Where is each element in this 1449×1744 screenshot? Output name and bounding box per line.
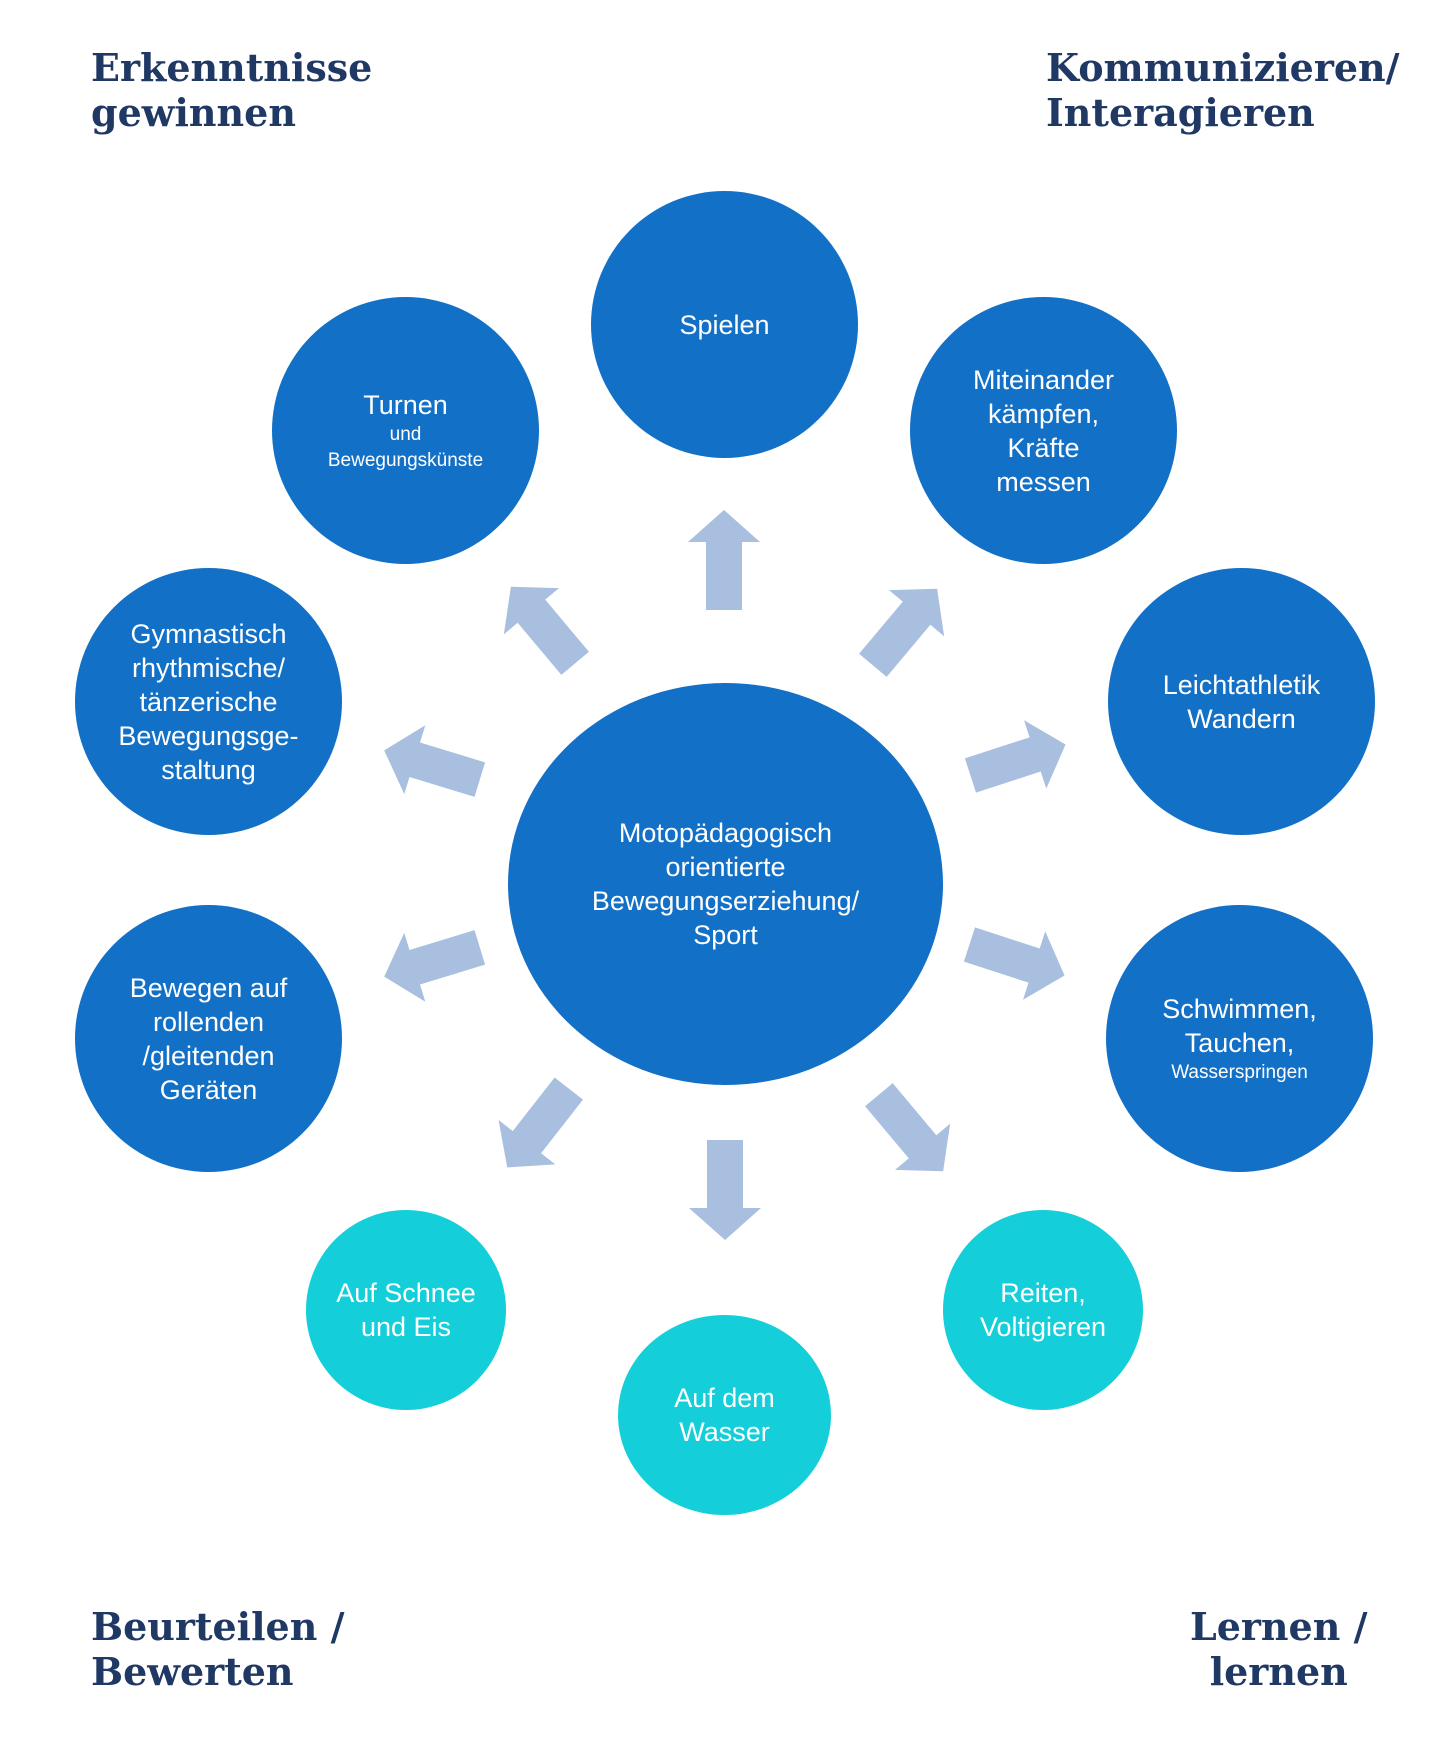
circle-auf-dem-wasser: Auf dem Wasser [618, 1315, 831, 1515]
circle-turnen: Turnen und Bewegungskünste [272, 297, 539, 564]
circle-label: Bewegen auf [129, 972, 288, 1003]
circle-label: Leichtathletik [1162, 669, 1321, 700]
circle-leichtathletik: Leichtathletik Wandern [1108, 568, 1375, 835]
corner-label-lernen: Lernen / lernen [1190, 1604, 1367, 1694]
corner-line: Erkenntnisse [91, 45, 373, 90]
center-line: Bewegungserziehung/ [591, 886, 860, 916]
circle-label: Auf Schnee [336, 1278, 476, 1308]
center-line: orientierte [665, 852, 786, 882]
center-line: Motopädagogisch [618, 818, 833, 848]
circle-label: Reiten, [1000, 1278, 1086, 1308]
arrow-to-reiten [851, 1071, 971, 1195]
corner-line: Lernen / [1190, 1604, 1368, 1649]
arrow-to-kaempfen [845, 565, 965, 689]
circle-label: /gleitenden [142, 1040, 275, 1071]
circle-gymnastisch: Gymnastisch rhythmische/ tänzerische Bew… [75, 568, 342, 835]
arrow-to-turnen [483, 563, 603, 687]
arrow-to-leichtathletik [959, 710, 1077, 810]
center-line: Sport [693, 920, 758, 950]
corner-label-kommunizieren: Kommunizieren/ Interagieren [1046, 45, 1400, 135]
circle-label: Spielen [679, 309, 770, 340]
arrow-to-schnee [478, 1066, 598, 1190]
circle-sublabel: Bewegungskünste [327, 449, 484, 471]
arrow-to-schwimmen [958, 910, 1076, 1010]
circle-label: kämpfen, [987, 398, 1100, 429]
circle-schnee-eis: Auf Schnee und Eis [306, 1210, 506, 1410]
corner-line: Beurteilen / [91, 1604, 345, 1649]
circle-label: tänzerische [139, 686, 278, 717]
circle-label: Wasser [679, 1417, 770, 1447]
circle-label: Geräten [159, 1074, 258, 1105]
corner-label-erkenntnisse: Erkenntnisse gewinnen [91, 45, 372, 135]
corner-label-beurteilen: Beurteilen / Bewerten [91, 1604, 344, 1694]
corner-line: Interagieren [1046, 90, 1315, 135]
circle-label: staltung [161, 754, 256, 785]
arrow-to-rollen [373, 912, 491, 1012]
arrow-to-wasser [689, 1140, 761, 1240]
corner-line: gewinnen [91, 90, 296, 135]
circle-label: rollenden [152, 1006, 265, 1037]
corner-line: Kommunizieren/ [1046, 45, 1400, 90]
circle-miteinander-kaempfen: Miteinander kämpfen, Kräfte messen [910, 297, 1177, 564]
circle-label: Bewegungsge- [118, 720, 299, 751]
circle-label: messen [996, 466, 1091, 497]
corner-line: Bewerten [91, 1649, 294, 1694]
circle-label: Gymnastisch [130, 618, 287, 649]
circle-sublabel: und [389, 423, 422, 445]
arrow-to-spielen [688, 510, 760, 610]
circle-label: Schwimmen, [1162, 993, 1317, 1024]
circle-label: Wandern [1187, 703, 1296, 734]
circle-label: und Eis [360, 1312, 452, 1342]
circle-reiten: Reiten, Voltigieren [943, 1210, 1143, 1410]
corner-line: lernen [1209, 1649, 1348, 1694]
circle-rollende-geraete: Bewegen auf rollenden /gleitenden Geräte… [75, 905, 342, 1172]
circle-sublabel: Wasserspringen [1171, 1061, 1308, 1083]
circle-label: Miteinander [972, 364, 1115, 395]
circle-label: Kräfte [1007, 432, 1080, 463]
circle-label: Voltigieren [979, 1312, 1107, 1342]
circle-schwimmen: Schwimmen, Tauchen, Wasserspringen [1106, 905, 1373, 1172]
circle-spielen: Spielen [591, 191, 858, 458]
circle-label: Turnen [363, 389, 448, 420]
circle-label: rhythmische/ [131, 652, 286, 683]
center-circle: Motopädagogisch orientierte Bewegungserz… [508, 683, 943, 1085]
arrow-to-gymnastisch [373, 715, 491, 815]
circle-label: Auf dem [674, 1383, 775, 1413]
circle-label: Tauchen, [1184, 1027, 1295, 1058]
